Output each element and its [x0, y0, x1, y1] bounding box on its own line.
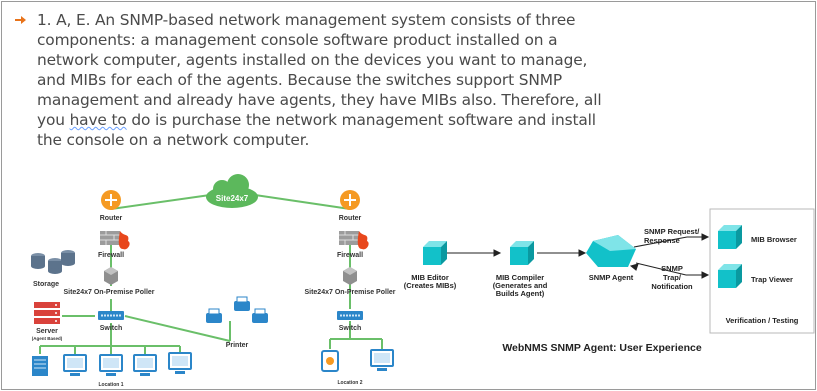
router-icon — [101, 190, 121, 210]
poller-label: Site24x7 On-Premise Poller — [63, 289, 154, 296]
answer-text: do is purchase the network management so… — [126, 111, 596, 129]
desktop-icon — [32, 356, 48, 376]
snmp-trap-label: Trap/ — [663, 273, 682, 282]
computer-icon — [133, 354, 157, 377]
spellcheck-underlined-text: have to — [69, 111, 127, 129]
network-diagrams: Site24x7 Router Router Firewall Firewall — [31, 174, 815, 388]
cloud-icon: Site24x7 — [206, 174, 258, 208]
mib-browser-label: MIB Browser — [751, 235, 797, 244]
webnms-snmp-diagram: MIB Editor (Creates MIBs) MIB Compiler (… — [404, 208, 815, 354]
storage-icon — [31, 250, 75, 274]
printer-label: Printer — [226, 342, 249, 349]
location-label: Location 2 — [337, 380, 362, 386]
mib-compiler-label: MIB Compiler — [496, 273, 544, 282]
snmp-agent-label: SNMP Agent — [589, 273, 634, 282]
cloud-label: Site24x7 — [216, 194, 249, 203]
firewall-icon — [339, 231, 369, 250]
server-label: Server — [36, 328, 58, 335]
mib-compiler-sublabel: Builds Agent) — [496, 289, 545, 298]
router-label: Router — [339, 215, 362, 222]
router-icon — [340, 190, 360, 210]
firewall-label: Firewall — [337, 252, 363, 259]
server-icon — [34, 302, 60, 324]
firewall-icon — [100, 231, 130, 250]
trap-viewer-icon — [718, 264, 742, 288]
poller-label: Site24x7 On-Premise Poller — [304, 289, 395, 296]
mib-compiler-sublabel: (Generates and — [493, 281, 548, 290]
snmp-request-label: SNMP Request/ — [644, 227, 700, 236]
site24x7-network-diagram: Site24x7 Router Router Firewall Firewall — [31, 174, 396, 388]
server-sublabel: (Agent Based) — [32, 336, 63, 341]
poller-icon — [104, 267, 118, 285]
computer-icon — [63, 354, 87, 377]
diagram-caption: WebNMS SNMP Agent: User Experience — [502, 342, 702, 354]
arrow-bullet-icon — [15, 16, 26, 24]
answer-line: and MIBs for each of the agents. Because… — [37, 71, 562, 89]
answer-paragraph: 1. A, E. An SNMP-based network managemen… — [37, 10, 807, 150]
location-label: Location 1 — [98, 382, 123, 388]
answer-line: 1. A, E. An SNMP-based network managemen… — [37, 11, 576, 29]
snmp-notification-label: Notification — [651, 282, 693, 291]
snmp-response-label: Response — [644, 236, 680, 245]
answer-text: you — [37, 111, 70, 129]
snmp-trap-label: SNMP — [661, 264, 683, 273]
poller-icon — [343, 267, 357, 285]
snmp-agent-icon — [586, 235, 636, 267]
answer-line: network computer, agents installed on th… — [37, 51, 588, 69]
mib-editor-sublabel: (Creates MIBs) — [404, 281, 457, 290]
firewall-label: Firewall — [98, 252, 124, 259]
mib-editor-label: MIB Editor — [411, 273, 449, 282]
mib-editor-icon — [423, 241, 447, 265]
computer-icon — [99, 354, 123, 377]
router-label: Router — [100, 215, 123, 222]
storage-label: Storage — [33, 281, 59, 288]
switch-icon — [337, 311, 363, 320]
answer-line: the console on a network computer. — [37, 131, 310, 149]
trap-viewer-label: Trap Viewer — [751, 275, 793, 284]
tablet-icon — [321, 350, 339, 372]
verification-label: Verification / Testing — [726, 316, 799, 325]
answer-line: you have to do is purchase the network m… — [37, 110, 807, 130]
mib-browser-icon — [718, 225, 742, 249]
answer-line: management and already have agents, they… — [37, 91, 602, 109]
computer-icon — [168, 352, 192, 375]
switch-label: Switch — [100, 325, 123, 332]
switch-icon — [98, 311, 124, 320]
mib-compiler-icon — [510, 241, 534, 265]
switch-label: Switch — [339, 325, 362, 332]
computer-icon — [370, 349, 394, 372]
answer-line: components: a management console softwar… — [37, 31, 558, 49]
printer-icon — [206, 296, 268, 323]
